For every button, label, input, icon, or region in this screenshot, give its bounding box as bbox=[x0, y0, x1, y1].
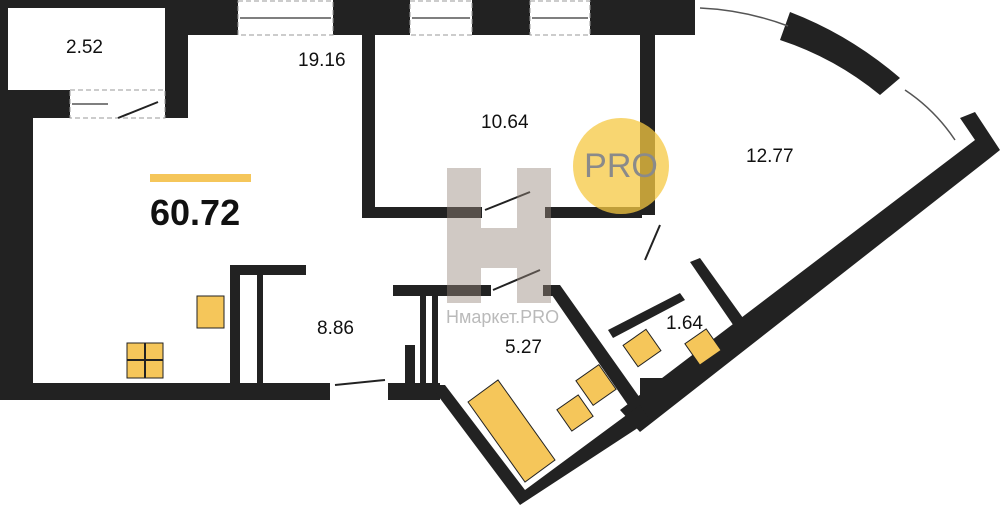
pro-badge: PRO bbox=[573, 118, 669, 214]
room-area-living: 19.16 bbox=[298, 50, 346, 71]
watermark-text: Нмаркет.PRO bbox=[446, 307, 560, 327]
windows bbox=[69, 0, 591, 119]
sink-icon bbox=[196, 295, 225, 329]
room-area-toilet: 1.64 bbox=[666, 313, 703, 334]
room-area-bathroom: 5.27 bbox=[505, 337, 542, 358]
bathtub-icon bbox=[467, 379, 556, 483]
total-area: 60.72 bbox=[150, 192, 241, 233]
toilet-icon bbox=[622, 328, 662, 368]
room-area-balcony: 2.52 bbox=[66, 37, 103, 58]
room-area-bedroom: 10.64 bbox=[481, 112, 529, 133]
room-area-hallway: 8.86 bbox=[317, 318, 354, 339]
window-sashes bbox=[72, 7, 956, 141]
sink-icon bbox=[556, 394, 594, 432]
fixtures bbox=[126, 295, 722, 483]
sink-icon bbox=[684, 328, 722, 366]
toilet-icon bbox=[575, 363, 617, 407]
room-area-bedroom-2: 12.77 bbox=[746, 146, 794, 167]
doors bbox=[117, 101, 661, 386]
stove-burners bbox=[127, 343, 163, 378]
watermark-logo bbox=[447, 168, 551, 303]
total-area-accent-bar bbox=[150, 174, 251, 182]
